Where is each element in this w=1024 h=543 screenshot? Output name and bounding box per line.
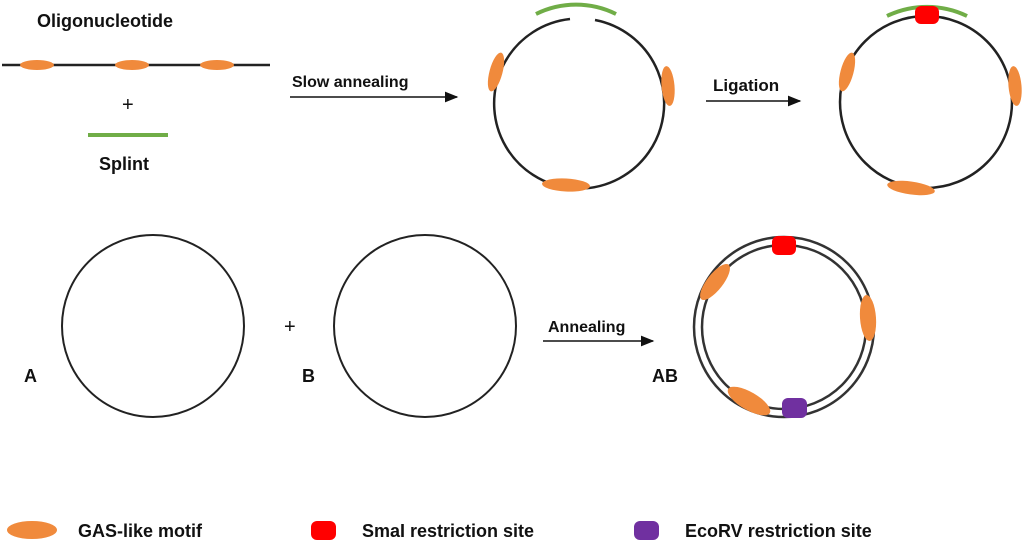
- circle-b-label: B: [302, 366, 315, 386]
- ligated-circle-strand: [838, 14, 1014, 190]
- gas-motif-ab-upper-left: [700, 263, 730, 301]
- gas-motif-linear-1: [20, 60, 54, 70]
- gas-motif-linear-3: [200, 60, 234, 70]
- gas-motif-linear-2: [115, 60, 149, 70]
- gas-motif-annealed-left: [487, 52, 505, 92]
- oligonucleotide-label: Oligonucleotide: [37, 11, 173, 31]
- circle-b: [333, 234, 517, 418]
- smai-site-ab-circle: [772, 236, 796, 255]
- splint-label: Splint: [99, 154, 149, 174]
- gas-motif-ab-lower-left: [727, 386, 771, 416]
- legend: GAS-like motif SmaI restriction site Eco…: [7, 521, 872, 541]
- slow-annealing-label: Slow annealing: [292, 74, 408, 91]
- plus-sign-bottom: +: [284, 316, 296, 338]
- gas-motif-annealed-bottom: [542, 178, 590, 192]
- legend-gas-motif-swatch: [7, 521, 57, 539]
- circle-a-label: A: [24, 366, 37, 386]
- circle-a: [61, 234, 245, 418]
- plus-sign-top: +: [122, 94, 134, 116]
- legend-ecorv-swatch: [634, 521, 659, 540]
- gas-motif-ligated-bottom: [887, 180, 935, 196]
- annealing-label: Annealing: [548, 319, 625, 336]
- ligation-label: Ligation: [713, 76, 779, 95]
- ecorv-site-ab-circle: [782, 398, 807, 418]
- legend-gas-motif-label: GAS-like motif: [78, 521, 203, 541]
- annealed-circle-strand: [492, 17, 666, 190]
- legend-smai-swatch: [311, 521, 336, 540]
- circle-ab-outer-strand: [692, 235, 876, 419]
- legend-smai-label: SmaI restriction site: [362, 521, 534, 541]
- circle-ab-label: AB: [652, 366, 678, 386]
- legend-ecorv-label: EcoRV restriction site: [685, 521, 872, 541]
- smai-site-ligated-circle: [915, 6, 939, 24]
- splint-on-annealed-circle: [535, 2, 617, 16]
- gas-motif-ligated-left: [838, 52, 856, 92]
- gas-motif-annealed-right: [661, 66, 675, 106]
- gas-motif-ligated-right: [1008, 66, 1022, 106]
- gas-motif-ab-right: [859, 295, 877, 341]
